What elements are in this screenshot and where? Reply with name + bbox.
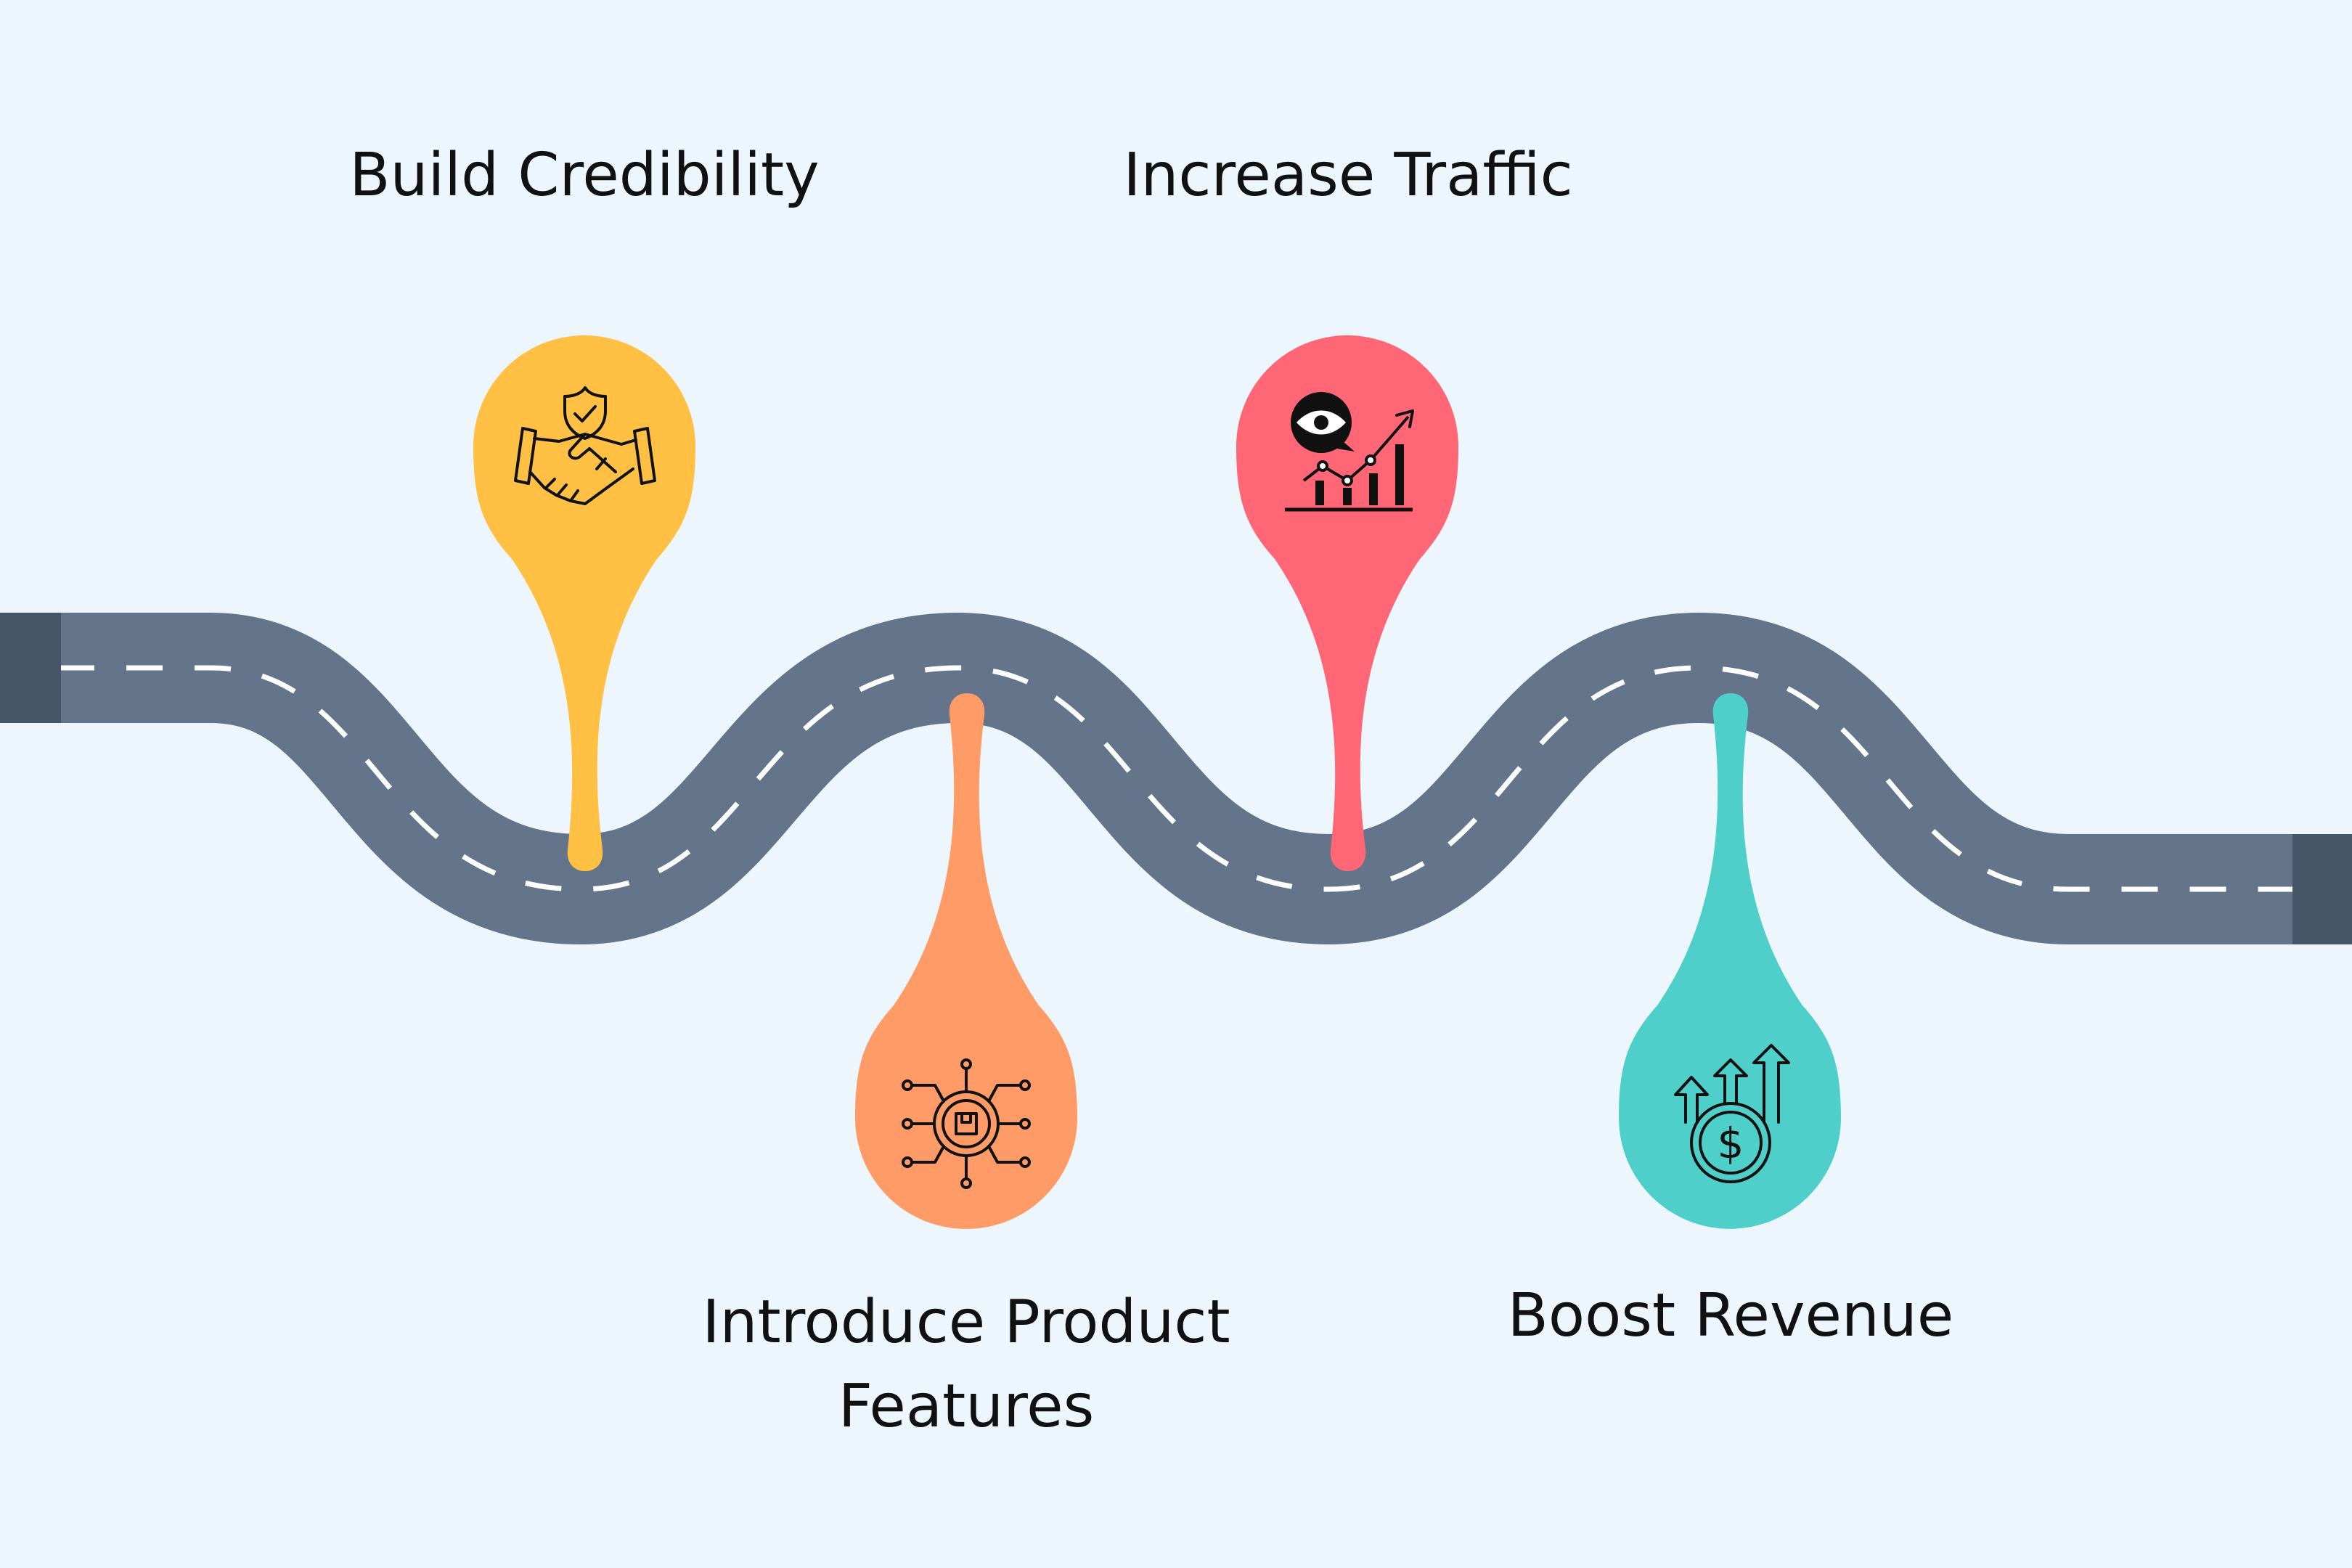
pin-shape (855, 693, 1077, 1229)
step-label-boost-revenue: Boost Revenue (1507, 1281, 1954, 1350)
road-end-cap (2292, 834, 2352, 944)
pin-shape (473, 335, 695, 871)
step-label-build-credibility: Build Credibility (349, 141, 820, 210)
dollar-coin-arrows-icon (1674, 1044, 1790, 1183)
step-label-introduce-product-features: Introduce Product Features (702, 1288, 1230, 1442)
pin-introduce-product-features (855, 693, 1077, 1229)
pin-increase-traffic (1236, 335, 1458, 871)
gear-network-box-icon (902, 1058, 1031, 1189)
step-label-increase-traffic: Increase Traffic (1123, 141, 1573, 210)
eye-growth-chart-icon (1285, 392, 1414, 512)
pin-build-credibility (473, 335, 695, 871)
dollar-sign: $ (1718, 1119, 1744, 1168)
road-start-cap (0, 613, 61, 723)
pin-boost-revenue: $ (1619, 693, 1841, 1229)
handshake-shield-icon (514, 386, 656, 505)
road-surface (58, 612, 2298, 945)
lane-marking (58, 665, 2298, 892)
road (0, 612, 2352, 945)
